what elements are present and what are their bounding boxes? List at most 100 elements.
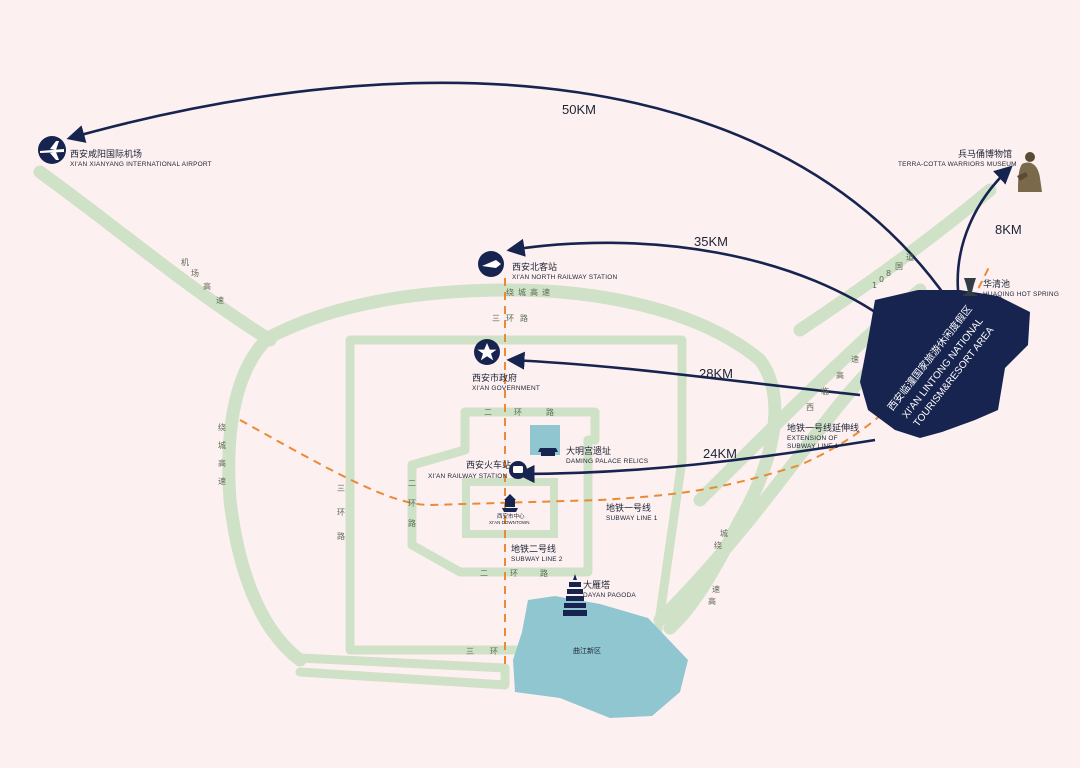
raocheng-expressway-west	[222, 331, 307, 667]
airport-expressway-char: 场	[191, 269, 199, 278]
third-ring-north-char: 环	[506, 314, 514, 323]
terracotta-label-zh: 兵马俑博物馆	[958, 148, 1012, 159]
third-ring-road	[345, 335, 687, 655]
road-network	[33, 165, 997, 690]
railway-station-label-en: XI'AN RAILWAY STATION	[428, 473, 507, 480]
subway-line-1-label-zh: 地铁一号线	[606, 502, 651, 513]
airport-expressway-char: 速	[216, 296, 224, 305]
second-ring-west-char: 环	[408, 499, 416, 508]
lintong-resort-area	[860, 290, 1030, 438]
raocheng-west-char: 绕	[218, 422, 226, 432]
road-labels: 机 场 高 速 绕 城 高 速 绕 城 高 速 三 环 路 三 环 路 三 环 …	[181, 252, 914, 656]
dayan-pagoda-label-zh: 大雁塔	[583, 579, 610, 590]
third-ring-south-char: 环	[490, 647, 498, 656]
raocheng-east-char: 城	[720, 529, 728, 538]
airport-label-en: XI'AN XIANYANG INTERNATIONAL AIRPORT	[70, 161, 212, 168]
airplane-icon	[40, 141, 64, 160]
north-station-label-en: XI'AN NORTH RAILWAY STATION	[512, 274, 617, 281]
raocheng-north-char: 城	[518, 288, 526, 297]
qujiang-label: 曲江新区	[573, 646, 601, 655]
north-station-marker[interactable]	[478, 251, 504, 277]
xilin-expressway-char: 速	[851, 355, 859, 364]
airport-marker[interactable]	[38, 136, 66, 164]
distance-airport: 50KM	[562, 102, 596, 117]
distance-government: 28KM	[699, 366, 733, 381]
airport-expressway-char: 机	[181, 257, 189, 267]
distance-north-station: 35KM	[694, 234, 728, 249]
route-to-north-station	[506, 238, 901, 332]
raocheng-east-char: 速	[712, 585, 720, 594]
pagoda-icon	[563, 574, 587, 616]
xilin-expressway-char: 临	[821, 386, 829, 396]
downtown-label-en: XI'AN DOWNTOWN	[489, 520, 530, 525]
train-icon	[513, 466, 523, 473]
distance-terracotta: 8KM	[995, 222, 1022, 237]
downtown-label-zh: 西安市中心	[497, 512, 525, 520]
third-ring-west-char: 路	[337, 531, 345, 541]
route-to-government	[506, 351, 861, 397]
government-label-zh: 西安市政府	[472, 372, 517, 383]
distance-railway-station: 24KM	[703, 446, 737, 461]
railway-station-label-zh: 西安火车站	[466, 459, 511, 470]
daming-palace-label-en: DAMING PALACE RELICS	[566, 458, 649, 465]
palace-icon	[538, 448, 558, 456]
government-marker[interactable]	[474, 339, 500, 365]
daming-palace-label-zh: 大明宫遗址	[566, 445, 611, 456]
raocheng-west-char: 高	[218, 458, 226, 468]
xilin-expressway-char: 高	[836, 370, 844, 380]
terracotta-label-en: TERRA-COTTA WARRIORS MUSEUM	[898, 161, 1017, 168]
statue-icon	[962, 278, 978, 296]
subway-line-1-label-en: SUBWAY LINE 1	[606, 515, 658, 522]
airport-label-zh: 西安咸阳国际机场	[70, 148, 142, 159]
second-ring-south-char: 环	[510, 569, 518, 578]
raocheng-east-char: 绕	[714, 540, 722, 550]
raocheng-west-char: 城	[218, 441, 226, 450]
raocheng-north-char: 速	[542, 288, 550, 297]
huaqing-label-en: HUAQING HOT SPRING	[983, 291, 1059, 298]
subway-line-2-label-en: SUBWAY LINE 2	[511, 556, 563, 563]
subway-ext-label-zh: 地铁一号线延伸线	[787, 422, 859, 433]
third-ring-north-char: 三	[492, 314, 500, 323]
distance-routes	[66, 81, 1013, 484]
raocheng-west-char: 速	[218, 477, 226, 486]
xilin-expressway	[653, 363, 877, 627]
warrior-statue-icon	[1017, 152, 1042, 192]
route-to-terracotta	[956, 165, 1013, 291]
train-icon	[482, 260, 501, 268]
city-wall-road	[462, 478, 558, 538]
route-to-railway-station	[516, 438, 876, 484]
subway-ext-label-en-1: EXTENSION OF	[787, 435, 838, 442]
road-108-char: 国	[895, 262, 903, 271]
xilin-expressway-char: 西	[806, 403, 814, 412]
star-icon	[477, 343, 497, 361]
government-label-en: XI'AN GOVERNMENT	[472, 385, 540, 392]
raocheng-north-char: 绕	[506, 287, 514, 297]
huaqing-label-zh: 华清池	[983, 278, 1010, 289]
airport-expressway-char: 高	[203, 281, 211, 291]
bell-tower-icon	[502, 494, 518, 512]
road-108	[793, 183, 997, 337]
north-station-label-zh: 西安北客站	[512, 261, 557, 272]
subway-ext-label-en-2: SUBWAY LINE 1	[787, 443, 839, 450]
route-to-airport	[66, 81, 950, 301]
dayan-pagoda-label-en: DAYAN PAGODA	[583, 592, 636, 599]
airport-expressway	[33, 165, 277, 347]
second-ring-road	[407, 407, 600, 577]
second-ring-west-char: 路	[408, 518, 416, 528]
road-108-char: 0	[879, 275, 884, 284]
third-ring-west-char: 三	[337, 484, 345, 493]
road-108-char: 8	[886, 269, 891, 278]
road-108-char: 1	[872, 281, 877, 290]
second-ring-north-char: 二	[484, 408, 492, 417]
second-ring-north-char: 路	[546, 407, 554, 417]
second-ring-north-char: 环	[514, 408, 522, 417]
road-108-char: 道	[906, 252, 914, 262]
third-ring-south-char: 三	[466, 647, 474, 656]
third-ring-south-extension	[295, 653, 510, 690]
qujiang-water-area	[513, 596, 688, 718]
second-ring-south-char: 路	[540, 568, 548, 578]
second-ring-west-char: 二	[408, 479, 416, 488]
railway-station-marker[interactable]	[509, 461, 527, 479]
second-ring-south-char: 二	[480, 569, 488, 578]
